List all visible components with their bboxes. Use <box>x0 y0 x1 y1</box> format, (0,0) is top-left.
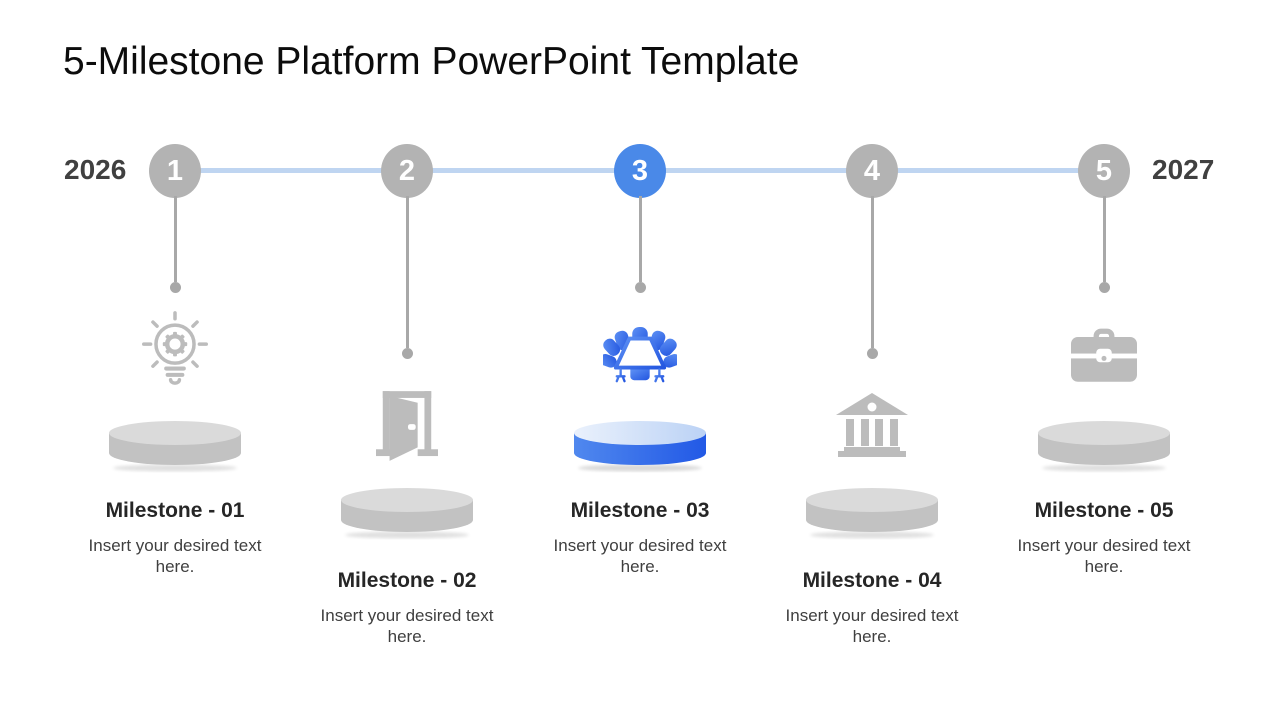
timeline-node-5: 5 <box>1078 144 1130 198</box>
node-number: 4 <box>863 154 881 187</box>
timeline-start-year: 2026 <box>64 154 127 185</box>
stem-dot-5 <box>1098 282 1110 293</box>
milestone-title-4: Milestone - 04 <box>802 569 942 592</box>
timeline-node-1: 1 <box>149 144 201 198</box>
milestone-title-3: Milestone - 03 <box>570 499 710 522</box>
timeline-node-2: 2 <box>381 144 433 198</box>
node-number: 5 <box>1095 154 1113 187</box>
timeline-end-year: 2027 <box>1152 154 1215 185</box>
stem-line-2 <box>405 196 409 348</box>
stem-line-5 <box>1102 196 1106 282</box>
milestone-description-2: Insert your desired text here. <box>320 606 494 646</box>
node-number: 1 <box>166 154 184 187</box>
stem-dot-1 <box>169 282 181 293</box>
timeline-node-4: 4 <box>846 144 898 198</box>
milestone-description-4: Insert your desired text here. <box>785 606 959 646</box>
stem-dot-3 <box>634 282 646 293</box>
platform-cylinder-4 <box>802 487 942 546</box>
node-number: 2 <box>398 154 416 187</box>
slide-title: 5-Milestone Platform PowerPoint Template <box>63 40 800 83</box>
platform-cylinder-3-highlighted <box>570 420 710 479</box>
open-door-icon <box>362 391 452 463</box>
stem-dot-2 <box>401 348 413 359</box>
platform-cylinder-2 <box>337 487 477 546</box>
milestone-title-2: Milestone - 02 <box>337 569 477 592</box>
meeting-table-icon <box>595 326 685 386</box>
milestone-description-1: Insert your desired text here. <box>88 536 262 576</box>
bank-building-icon <box>827 393 917 457</box>
stem-dot-4 <box>866 348 878 359</box>
node-number: 3 <box>631 154 649 187</box>
platform-cylinder-1 <box>105 420 245 479</box>
stem-line-3 <box>638 196 642 282</box>
milestone-description-5: Insert your desired text here. <box>1017 536 1191 576</box>
timeline-node-3-highlighted: 3 <box>614 144 666 198</box>
idea-lightbulb-gear-icon <box>130 308 220 390</box>
milestone-title-1: Milestone - 01 <box>105 499 245 522</box>
briefcase-icon <box>1059 327 1149 384</box>
milestone-title-5: Milestone - 05 <box>1034 499 1174 522</box>
platform-cylinder-5 <box>1034 420 1174 479</box>
milestone-description-3: Insert your desired text here. <box>553 536 727 576</box>
stem-line-4 <box>870 196 874 348</box>
stem-line-1 <box>173 196 177 282</box>
